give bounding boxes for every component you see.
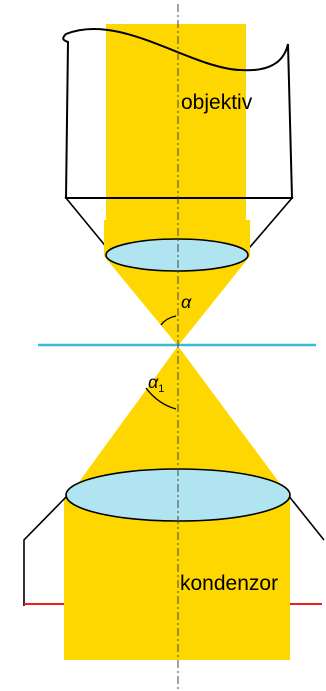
alpha1-subscript: 1 [158, 383, 164, 395]
alpha1-angle-arc [145, 387, 177, 410]
objective-lens [105, 238, 249, 272]
alpha1-symbol: α [148, 372, 159, 392]
condenser-housing-left [23, 494, 69, 606]
condenser-light-beam [64, 497, 290, 660]
alpha-label: α [181, 292, 192, 312]
objective-label: objektiv [181, 91, 253, 114]
objective-light-beam [106, 24, 246, 220]
objective-housing [62, 28, 294, 199]
condenser-light-cone [68, 346, 290, 497]
alpha1-label: α1 [148, 372, 164, 395]
alpha-angle-arc [160, 315, 177, 326]
condenser-label: kondenzor [180, 572, 278, 595]
condenser-housing-right [287, 494, 325, 541]
